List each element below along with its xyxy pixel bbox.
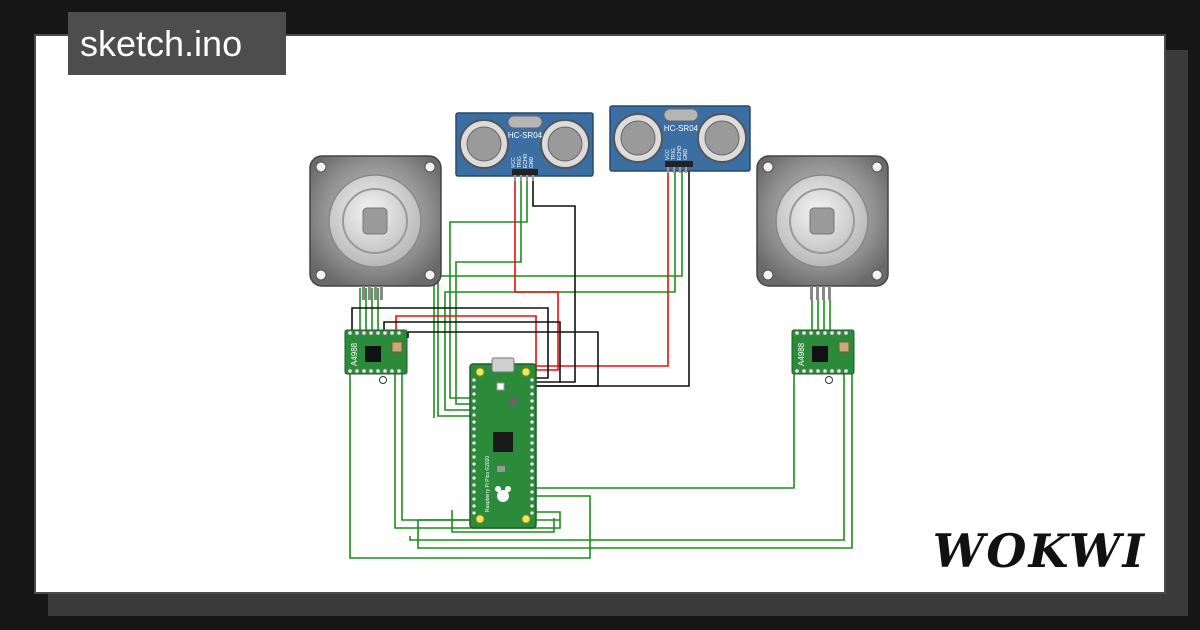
sensor-right-pin-gnd: GND xyxy=(683,149,689,161)
sensor-left-pin-trig: TRIG xyxy=(517,156,523,168)
ultrasonic-sensor-right[interactable]: HC-SR04 VCC TRIG ECHO GND xyxy=(609,105,751,173)
wire-black-3[interactable] xyxy=(351,307,549,379)
wire-green-1[interactable] xyxy=(449,178,528,399)
wokwi-logo-text: WOKWI xyxy=(933,524,1146,578)
sensor-right-pin-echo: ECHO xyxy=(677,145,683,160)
wokwi-logo: WOKWI xyxy=(933,524,1146,578)
sketch-title[interactable]: sketch.ino xyxy=(68,12,286,75)
stepper-driver-left[interactable]: A4988 xyxy=(344,329,408,384)
wire-green-20[interactable] xyxy=(532,374,795,489)
wire-red-1[interactable] xyxy=(514,178,559,371)
wire-black-1[interactable] xyxy=(532,178,576,383)
wire-black-2[interactable] xyxy=(532,168,690,387)
stepper-motor-right[interactable] xyxy=(756,155,889,300)
wire-red-3[interactable] xyxy=(395,315,537,372)
ultrasonic-sensor-left[interactable]: HC-SR04 VCC TRIG ECHO GND xyxy=(455,112,594,181)
wire-green-18[interactable] xyxy=(409,374,845,541)
wire-green-14[interactable] xyxy=(349,374,591,559)
raspberry-pi-pico[interactable]: Raspberry Pi Pico ©2020 xyxy=(469,357,537,529)
wire-red-2[interactable] xyxy=(532,168,669,367)
stepper-motor-left[interactable] xyxy=(309,155,442,300)
sensor-left-pin-echo: ECHO xyxy=(523,153,529,168)
wire-black-5[interactable] xyxy=(407,331,599,387)
wires xyxy=(349,168,853,559)
pico-board-label: Raspberry Pi Pico ©2020 xyxy=(484,456,491,512)
driver-left-label: A4988 xyxy=(350,342,359,366)
diagram-canvas[interactable] xyxy=(34,34,1166,594)
sensor-right-pin-vcc: VCC xyxy=(665,149,671,160)
sensor-right-pin-trig: TRIG xyxy=(671,148,677,160)
sensor-right-label: HC-SR04 xyxy=(664,124,699,133)
wire-green-3[interactable] xyxy=(444,168,676,411)
sensor-left-label: HC-SR04 xyxy=(508,131,543,140)
wire-green-2[interactable] xyxy=(455,178,522,405)
driver-right-label: A4988 xyxy=(797,342,806,366)
wire-black-4[interactable] xyxy=(383,321,561,382)
sensor-left-pin-gnd: GND xyxy=(529,157,535,169)
wire-green-15[interactable] xyxy=(394,374,561,529)
stepper-driver-right[interactable]: A4988 xyxy=(791,329,855,384)
wire-green-17[interactable] xyxy=(417,374,853,549)
sensor-left-pin-vcc: VCC xyxy=(511,157,517,168)
wire-green-19[interactable] xyxy=(451,510,555,533)
raspberry-logo-icon xyxy=(495,486,511,502)
